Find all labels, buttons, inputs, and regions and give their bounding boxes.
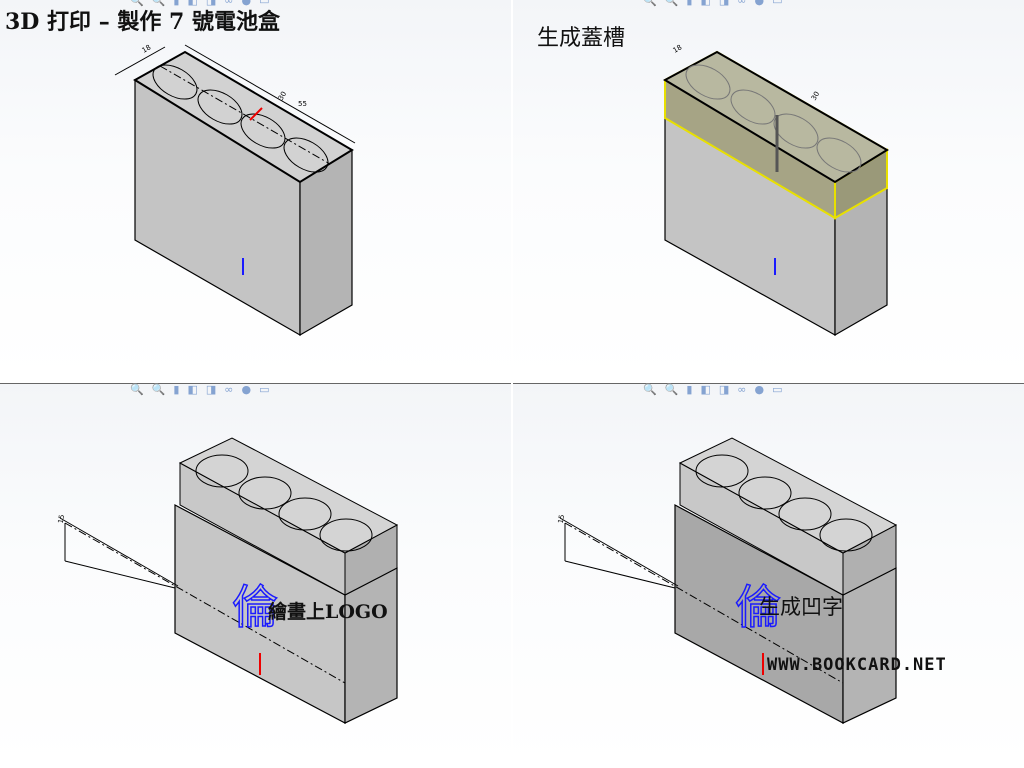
zoom-to-fit-icon[interactable]: 🔍 xyxy=(643,0,657,7)
display-style-icon[interactable]: ◨ xyxy=(205,0,217,7)
display-style-icon[interactable]: ◨ xyxy=(205,383,217,396)
viewport-engraved-text[interactable]: 🔍 🔍 ▮ ◧ ◨ ∞ ● ▭ 倫 15 生成凹字 WWW.BOOKCARD.NET xyxy=(513,383,1024,768)
view-orientation-icon[interactable]: ◧ xyxy=(700,0,711,7)
view-toolbar[interactable]: 🔍 🔍 ▮ ◧ ◨ ∞ ● ▭ xyxy=(130,0,269,8)
model-box-selected xyxy=(662,50,889,337)
logo-sketch[interactable]: 倫 xyxy=(231,579,279,635)
zoom-area-icon[interactable]: 🔍 xyxy=(664,383,679,396)
model-box xyxy=(114,44,356,337)
zoom-area-icon[interactable]: 🔍 xyxy=(664,0,679,7)
section-view-icon[interactable]: ▮ xyxy=(686,383,693,396)
view-toolbar[interactable]: 🔍 🔍 ▮ ◧ ◨ ∞ ● ▭ xyxy=(643,0,782,8)
view-orientation-icon[interactable]: ◧ xyxy=(187,383,198,396)
zoom-area-icon[interactable]: 🔍 xyxy=(151,383,166,396)
caption-title: 生成蓋槽 xyxy=(537,26,626,51)
zoom-to-fit-icon[interactable]: 🔍 xyxy=(643,383,657,396)
display-style-icon[interactable]: ◨ xyxy=(718,0,730,7)
model-box-engraved xyxy=(559,437,898,725)
edit-appearance-icon[interactable]: ● xyxy=(754,383,765,396)
view-settings-icon[interactable]: ▭ xyxy=(259,383,270,396)
zoom-to-fit-icon[interactable]: 🔍 xyxy=(130,383,144,396)
dimension-offset: 15 xyxy=(56,513,67,525)
logo-engraved[interactable]: 倫 xyxy=(734,579,782,635)
hide-show-icon[interactable]: ∞ xyxy=(224,383,234,396)
viewport-logo-sketch[interactable]: 🔍 🔍 ▮ ◧ ◨ ∞ ● ▭ 倫 15 繪畫上LOGO xyxy=(0,383,511,768)
view-settings-icon[interactable]: ▭ xyxy=(259,0,270,7)
watermark-text: WWW.BOOKCARD.NET xyxy=(767,655,947,675)
edit-appearance-icon[interactable]: ● xyxy=(241,0,252,7)
display-style-icon[interactable]: ◨ xyxy=(718,383,730,396)
edit-appearance-icon[interactable]: ● xyxy=(754,0,765,7)
divider xyxy=(0,383,511,384)
view-orientation-icon[interactable]: ◧ xyxy=(187,0,198,7)
view-toolbar[interactable]: 🔍 🔍 ▮ ◧ ◨ ∞ ● ▭ xyxy=(643,383,782,397)
section-view-icon[interactable]: ▮ xyxy=(686,0,693,7)
dimension-offset: 15 xyxy=(556,513,567,525)
caption-title: 3D 打印 – 製作 7 號電池盒 xyxy=(5,9,280,35)
zoom-area-icon[interactable]: 🔍 xyxy=(151,0,166,7)
divider-horizontal xyxy=(0,380,1024,383)
hide-show-icon[interactable]: ∞ xyxy=(224,0,234,7)
view-orientation-icon[interactable]: ◧ xyxy=(700,383,711,396)
hide-show-icon[interactable]: ∞ xyxy=(737,0,747,7)
viewport-battery-box[interactable]: 🔍🔍▮◧◨∞●▭ 3D 打印 – 製作 7 號電池盒 18 30 55 xyxy=(0,0,511,380)
divider-vertical xyxy=(511,0,513,768)
view-toolbar[interactable]: 🔍 🔍 ▮ ◧ ◨ ∞ ● ▭ xyxy=(130,383,269,397)
caption-title: 繪畫上LOGO xyxy=(268,601,388,623)
viewport-lid-groove[interactable]: 🔍🔍▮◧◨∞●▭ 生成蓋槽 18 30 xyxy=(513,0,1024,380)
edit-appearance-icon[interactable]: ● xyxy=(241,383,252,396)
divider xyxy=(513,383,1024,384)
view-settings-icon[interactable]: ▭ xyxy=(772,383,783,396)
section-view-icon[interactable]: ▮ xyxy=(173,383,180,396)
model-box-with-lid xyxy=(59,437,399,724)
view-settings-icon[interactable]: ▭ xyxy=(772,0,783,7)
dimension-length: 55 xyxy=(298,100,307,108)
section-view-icon[interactable]: ▮ xyxy=(173,0,180,7)
caption-title: 生成凹字 xyxy=(759,595,843,619)
hide-show-icon[interactable]: ∞ xyxy=(737,383,747,396)
zoom-to-fit-icon[interactable]: 🔍 xyxy=(130,0,144,7)
